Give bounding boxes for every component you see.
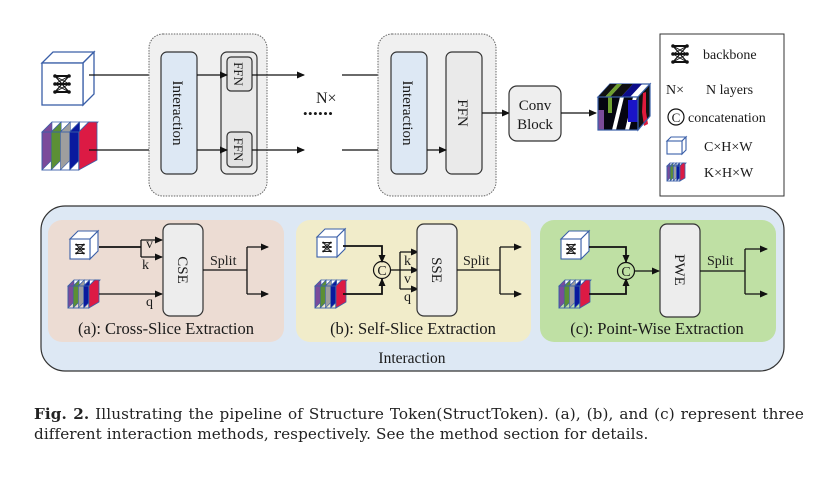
input-v-label: v <box>146 237 153 252</box>
cse-label: CSE <box>174 256 190 284</box>
figure-caption: Fig. 2. Illustrating the pipeline of Str… <box>34 404 804 444</box>
legend-chw-label: C×H×W <box>704 140 753 155</box>
interaction-module-n[interactable] <box>390 51 428 175</box>
split-label-c: Split <box>707 254 734 269</box>
legend-n-icon: N× <box>666 83 684 98</box>
input-slices-stack <box>41 121 99 171</box>
input-q-label: q <box>146 295 153 310</box>
svg-text:C: C <box>377 264 386 279</box>
ffn-module-n-label: FFN <box>454 99 470 127</box>
input-q-label: q <box>404 290 411 305</box>
legend-backbone-label: backbone <box>703 48 757 63</box>
white-cube-icon <box>665 135 688 156</box>
repeat-dots: •••••• <box>303 106 333 121</box>
panel-a-caption: (a): Cross-Slice Extraction <box>78 319 254 338</box>
split-label-b: Split <box>463 254 490 269</box>
colored-slices-icon <box>666 162 687 182</box>
ffn-bottom-label: FFN <box>231 138 246 162</box>
panel-c-point-wise <box>540 220 776 342</box>
figure-caption-text: Illustrating the pipeline of Structure T… <box>34 405 804 443</box>
concat-node-c <box>616 261 636 281</box>
input-feature-cube <box>40 50 96 107</box>
panel-c-caption: (c): Point-Wise Extraction <box>570 319 743 338</box>
slices-icon <box>314 279 348 309</box>
figure-label: Fig. 2. <box>34 405 90 423</box>
conv-block-label-line1: Conv <box>519 98 552 114</box>
slice <box>41 121 53 171</box>
legend: backbone N× N layers C concatenation C×H… <box>659 33 785 197</box>
feature-cube-icon <box>315 227 347 259</box>
input-v-label: v <box>404 272 411 287</box>
legend-khw-label: K×H×W <box>704 166 754 181</box>
interaction-panel-title: Interaction <box>378 350 445 367</box>
svg-text:C: C <box>621 265 630 280</box>
slices-icon <box>67 279 101 309</box>
concat-node-b <box>372 260 392 280</box>
legend-n-layers-label: N layers <box>706 83 753 98</box>
conv-block-label-line2: Block <box>517 117 553 133</box>
split-label-a: Split <box>210 254 237 269</box>
input-k-label: k <box>142 258 149 273</box>
svg-text:C: C <box>672 110 681 125</box>
slices-icon <box>558 279 592 309</box>
ffn-top-label: FFN <box>231 62 246 86</box>
output-segmentation-cube <box>596 82 652 132</box>
repeat-label: N× <box>316 90 337 107</box>
panel-b-self-slice <box>296 220 531 342</box>
panel-b-caption: (b): Self-Slice Extraction <box>330 319 496 338</box>
pwe-label: PWE <box>671 254 687 286</box>
feature-cube-icon <box>68 229 100 261</box>
input-k-label: k <box>404 254 411 269</box>
sse-label: SSE <box>428 257 444 283</box>
legend-concat-label: concatenation <box>688 111 766 126</box>
feature-cube-icon <box>559 229 591 261</box>
interaction-module-n-label: Interaction <box>399 81 415 146</box>
concat-icon <box>667 108 685 126</box>
interaction-module-1[interactable] <box>160 51 198 175</box>
interaction-module-1-label: Interaction <box>169 81 185 146</box>
